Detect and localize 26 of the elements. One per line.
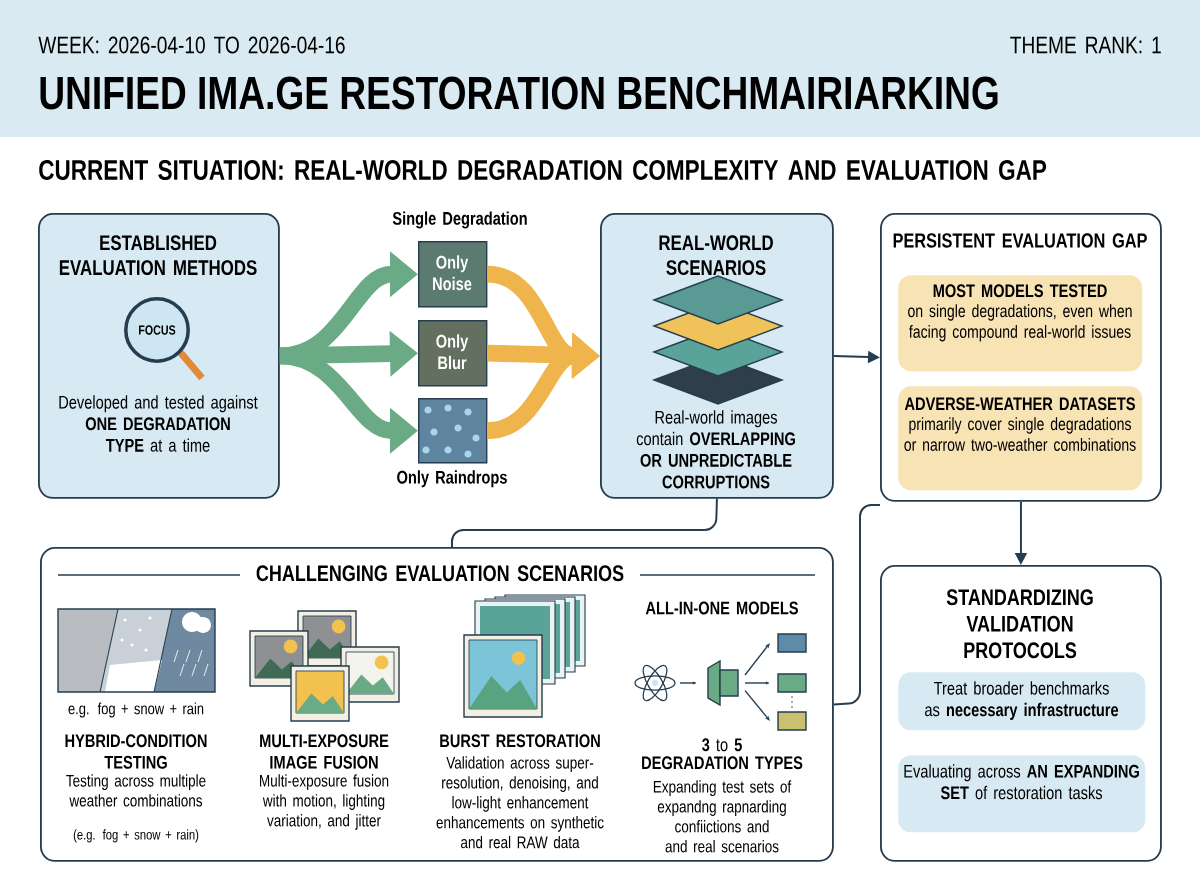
tile-caption: Only Raindrops bbox=[397, 470, 507, 488]
info-card: ADVERSE-WEATHER DATASETS primarily cover single degradations or narrow two-weather combinations bbox=[898, 386, 1143, 491]
info-card: MOST MODELS TESTED on single degradations, even when facing compound real-world issues bbox=[898, 275, 1143, 372]
column-heading: BURST RESTORATION bbox=[440, 734, 600, 748]
column-heading: DEGRADATION TYPES bbox=[642, 756, 803, 770]
week-text: WEEK: 2026-04-10 TO 2026-04-16 bbox=[38, 36, 345, 54]
connector-line bbox=[451, 497, 718, 548]
title: UNIFIED IMA.GE RESTORATION BENCHMAIRIARKING bbox=[40, 76, 998, 110]
image-caption: e.g. fog + snow + rain bbox=[68, 702, 204, 718]
column-heading: MULTI-EXPOSURE IMAGE FUSION bbox=[260, 734, 389, 769]
rank-text: THEME RANK: 1 bbox=[1010, 36, 1161, 54]
column-text: Multi-exposure fusion with motion, lighting variation, and jitter bbox=[260, 774, 389, 830]
subtitle: CURRENT SITUATION: REAL-WORLD DEGRADATION COMPLEXITY AND EVALUATION GAP bbox=[39, 160, 1047, 180]
connector-line bbox=[832, 504, 881, 706]
column-heading: 3 to 5 bbox=[702, 738, 742, 752]
info-card: Treat broader benchmarks as necessary infrastructure bbox=[898, 672, 1146, 731]
column-text: Testing across multiple weather combinations bbox=[66, 774, 206, 807]
icon-label: FOCUS bbox=[139, 325, 176, 335]
column-note: (e.g. fog + snow + rain) bbox=[73, 829, 199, 843]
info-card: Evaluating across AN EXPANDING SET of restoration tasks bbox=[898, 755, 1146, 833]
image-tile: Only Blur bbox=[418, 320, 488, 387]
image-tile: Only Noise bbox=[418, 241, 488, 308]
column-heading: HYBRID-CONDITION TESTING bbox=[65, 734, 207, 769]
column-text: Validation across super-resolution, denoising, and low-light enhancement enhancements on synthetic and real RAW data bbox=[436, 756, 604, 849]
column-heading: ALL-IN-ONE MODELS bbox=[645, 601, 798, 615]
column-text: Expanding test sets of expandng rapnarding confiictions and and real scenarios bbox=[653, 780, 792, 853]
